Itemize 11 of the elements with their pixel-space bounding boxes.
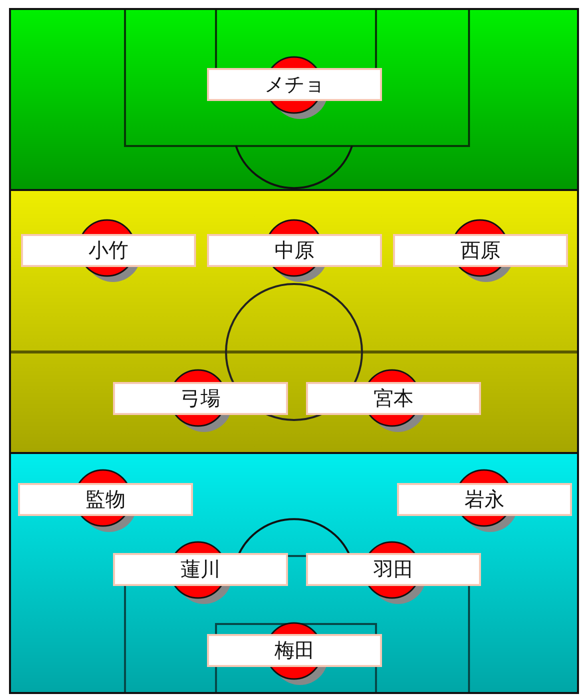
player-name-label: 岩永 — [397, 483, 572, 516]
player-name-label: 小竹 — [21, 234, 196, 267]
player-name-label: 梅田 — [207, 634, 382, 667]
player-name-label: 蓮川 — [113, 553, 288, 586]
player-name-label: 西原 — [393, 234, 568, 267]
player-name-label: 監物 — [18, 483, 193, 516]
player-name-label: 中原 — [207, 234, 382, 267]
player-name-label: メチョ — [207, 68, 382, 101]
player-name-label: 宮本 — [306, 382, 481, 415]
player-name-label: 羽田 — [306, 553, 481, 586]
player-name-label: 弓場 — [113, 382, 288, 415]
